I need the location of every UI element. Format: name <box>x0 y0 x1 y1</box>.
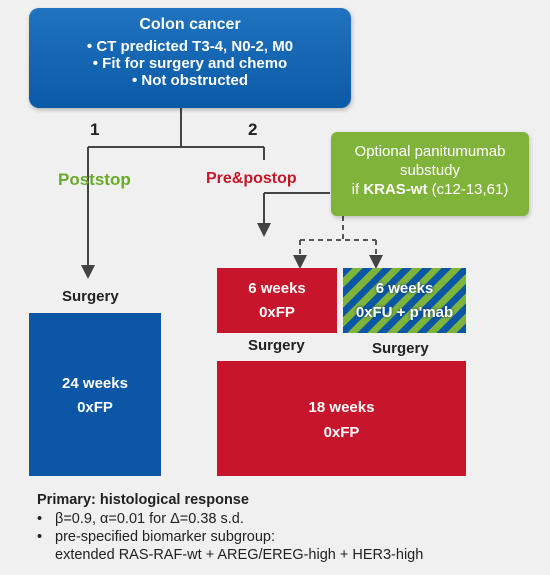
eligibility-bullet: • CT predicted T3-4, N0-2, M0 <box>86 38 294 55</box>
chemo-weeks: 24 weeks <box>62 375 128 392</box>
substudy-suffix: (c12-13,61) <box>427 181 509 198</box>
postop-box-18wk: 18 weeks 0xFP <box>217 361 466 476</box>
substudy-line1: Optional panitumumab <box>354 143 506 160</box>
endpoint-text: pre-specified biomarker subgroup: <box>55 529 276 545</box>
eligibility-bullet: • Fit for surgery and chemo <box>92 55 288 72</box>
surgery-label-arm2a: Surgery <box>248 337 305 354</box>
surgery-label-arm2b: Surgery <box>372 340 429 357</box>
substudy-prefix: if <box>351 181 364 198</box>
endpoints-list: •β=0.9, α=0.01 for Δ=0.38 s.d. •pre-spec… <box>37 510 537 564</box>
arm2-number: 2 <box>248 120 258 139</box>
postop-regimen: 0xFP <box>323 424 360 441</box>
chemo-box-24wk: 24 weeks 0xFP <box>29 313 161 476</box>
endpoint-text: β=0.9, α=0.01 for Δ=0.38 s.d. <box>55 511 244 527</box>
substudy-line2: substudy <box>399 162 461 179</box>
preop-weeks: 6 weeks <box>248 280 306 297</box>
endpoints-heading: Primary: histological response <box>37 492 249 508</box>
endpoint-item: extended RAS-RAF-wt + AREG/EREG-high + H… <box>37 546 537 564</box>
surgery-label-arm1: Surgery <box>62 288 119 305</box>
preop-box-pmab: 6 weeks 0xFU + p'mab <box>343 268 466 333</box>
substudy-box: Optional panitumumab substudy if KRAS-wt… <box>331 132 529 216</box>
arm1-label: Poststop <box>58 170 131 189</box>
substudy-kras: KRAS-wt <box>363 181 428 198</box>
postop-weeks: 18 weeks <box>308 399 375 416</box>
endpoint-item: •pre-specified biomarker subgroup: <box>37 529 276 545</box>
endpoint-item: •β=0.9, α=0.01 for Δ=0.38 s.d. <box>37 511 244 527</box>
arm1-number: 1 <box>90 120 100 139</box>
arm2-label: Pre&postop <box>206 170 297 187</box>
pmab-regimen: 0xFU + p'mab <box>355 304 454 321</box>
eligibility-box: Colon cancer • CT predicted T3-4, N0-2, … <box>29 8 351 108</box>
eligibility-title: Colon cancer <box>139 16 241 33</box>
substudy-line3: if KRAS-wt (c12-13,61) <box>331 180 529 199</box>
endpoint-text: extended RAS-RAF-wt + AREG/EREG-high + H… <box>55 547 424 563</box>
endpoints: Primary: histological response •β=0.9, α… <box>37 491 537 564</box>
chemo-regimen: 0xFP <box>77 399 113 416</box>
eligibility-bullet: • Not obstructed <box>131 72 249 89</box>
preop-box-fp: 6 weeks 0xFP <box>217 268 337 333</box>
pmab-weeks: 6 weeks <box>375 280 434 297</box>
preop-regimen: 0xFP <box>259 304 295 321</box>
